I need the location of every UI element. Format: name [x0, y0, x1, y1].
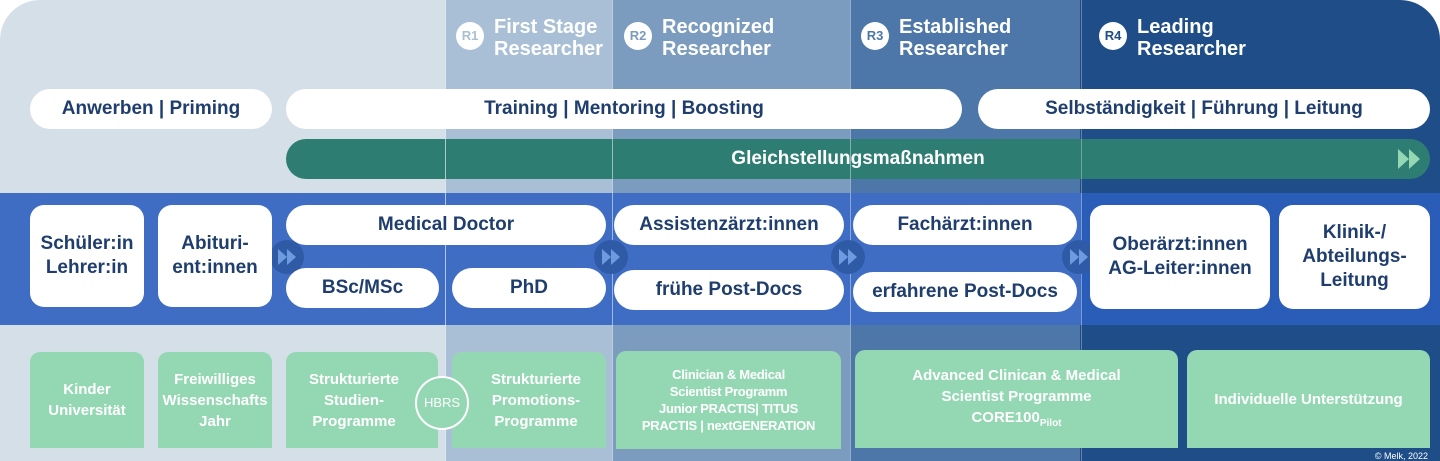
program-clinician-line4: PRACTIS | nextGENERATION — [641, 418, 816, 433]
program-clinician-line1: Clinician & Medical — [672, 367, 785, 382]
stage-r4-line2: Researcher — [1137, 38, 1246, 60]
copyright: © Melk, 2022 — [1374, 451, 1428, 461]
career-bsc-msc: BSc/MSc — [286, 268, 439, 308]
stage-r4-line1: Leading — [1137, 16, 1214, 38]
career-pupils-line2: Lehrer:in — [45, 257, 129, 278]
program-study-line3: Programme — [312, 412, 396, 430]
forward-arrow-icon — [831, 240, 865, 274]
forward-arrow-icon — [594, 240, 628, 274]
program-promotion-line1: Strukturierte — [490, 370, 582, 388]
career-clinic-head: Klinik-/ Abteilungs- Leitung — [1279, 205, 1430, 309]
career-medical-doctor: Medical Doctor — [286, 205, 606, 245]
program-advanced-line1: Advanced Clinican & Medical — [912, 366, 1121, 384]
stage-badge-r2: R2 — [624, 22, 652, 50]
career-graduates-line1: Abituri- — [181, 233, 249, 254]
stage-badge-r3: R3 — [861, 22, 889, 50]
stage-r1-line1: First Stage — [494, 16, 598, 38]
program-voluntary-line1: Freiwilliges — [174, 370, 256, 388]
stage-r2-line2: Researcher — [662, 38, 771, 60]
hbrs-label: HBRS — [423, 395, 461, 410]
program-clinician-line2: Scientist Programm — [669, 384, 788, 399]
career-pupils-line1: Schüler:in — [40, 233, 134, 254]
career-clinic-line3: Leitung — [1320, 270, 1389, 291]
career-senior-line1: Oberärzt:innen — [1112, 234, 1248, 255]
career-senior-line2: AG-Leiter:innen — [1108, 258, 1252, 279]
program-voluntary-line2: Wissenschafts — [162, 391, 268, 409]
fast-forward-icon — [1396, 145, 1424, 173]
equality-bar — [286, 139, 1430, 179]
hbrs-badge: HBRS — [415, 376, 469, 430]
career-specialists: Fachärzt:innen — [853, 205, 1077, 245]
equality-label: Gleichstellungsmaßnahmen — [731, 148, 985, 169]
program-advanced-line3: CORE100 — [971, 408, 1040, 426]
career-phd: PhD — [452, 268, 606, 308]
program-individual: Individuelle Unterstützung — [1187, 350, 1430, 448]
career-graduates-line2: ent:innen — [172, 257, 258, 278]
stage-r2-line1: Recognized — [662, 16, 775, 38]
program-promotion-line3: Programme — [494, 412, 578, 430]
career-early-postdocs: frühe Post-Docs — [614, 270, 844, 310]
phase-recruit: Anwerben | Priming — [30, 89, 272, 129]
program-kids-line2: Universität — [48, 402, 126, 419]
stage-r3-line1: Established — [899, 16, 1012, 38]
phase-independence: Selbständigkeit | Führung | Leitung — [978, 89, 1430, 129]
stage-badge-r4: R4 — [1099, 22, 1127, 50]
career-clinic-line1: Klinik-/ — [1322, 222, 1387, 243]
program-study-line1: Strukturierte — [308, 370, 400, 388]
career-experienced-postdocs: erfahrene Post-Docs — [853, 272, 1077, 312]
career-clinic-line2: Abteilungs- — [1302, 246, 1407, 267]
divider-line — [1081, 0, 1082, 461]
divider-line — [612, 0, 613, 461]
program-promotion-line2: Promotions- — [491, 391, 581, 409]
program-study-line2: Studien- — [324, 391, 384, 409]
stage-badge-r1: R1 — [456, 22, 484, 50]
divider-line — [850, 0, 851, 461]
phase-training: Training | Mentoring | Boosting — [286, 89, 962, 129]
program-advanced-sub: Pilot — [1039, 417, 1062, 429]
stage-r1-line2: Researcher — [494, 38, 603, 60]
program-kids-line1: Kinder — [63, 381, 111, 398]
career-residents: Assistenzärzt:innen — [614, 205, 844, 245]
program-advanced-line2: Scientist Programme — [941, 387, 1092, 405]
stage-r3-line2: Researcher — [899, 38, 1008, 60]
career-graduates: Abituri-ent:innen — [158, 205, 272, 307]
program-voluntary-line3: Jahr — [199, 412, 231, 430]
program-clinician-line3: Junior PRACTIS| TITUS — [659, 401, 798, 416]
